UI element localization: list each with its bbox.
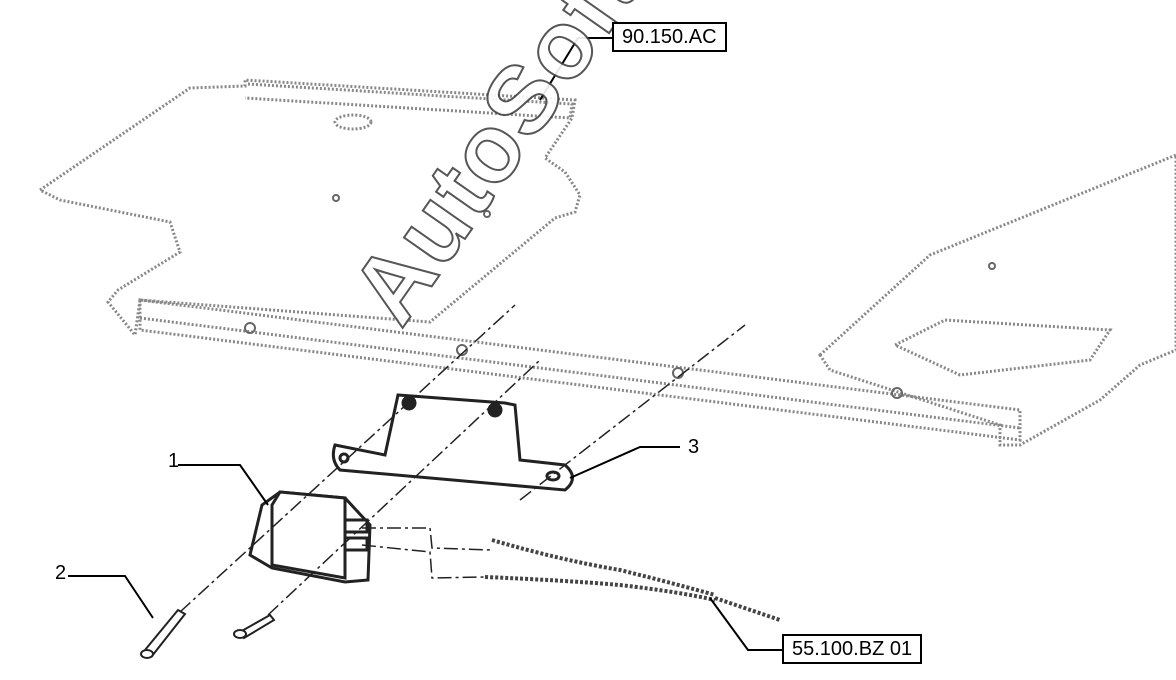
reference-box-bottom[interactable]: 55.100.BZ 01 (782, 634, 923, 664)
callout-3: 3 (688, 436, 700, 458)
panel-holes (244, 194, 996, 399)
reference-box-top[interactable]: 90.150.AC (612, 22, 727, 52)
leader-lines (68, 37, 782, 651)
mounting-bracket (331, 393, 574, 492)
bolts (140, 608, 276, 659)
assembly-centerlines (179, 304, 746, 616)
relay-module (248, 490, 372, 584)
wire-harness (484, 538, 781, 622)
callout-1: 1 (168, 450, 180, 472)
background-panels (37, 78, 1176, 447)
callout-2: 2 (55, 562, 67, 584)
